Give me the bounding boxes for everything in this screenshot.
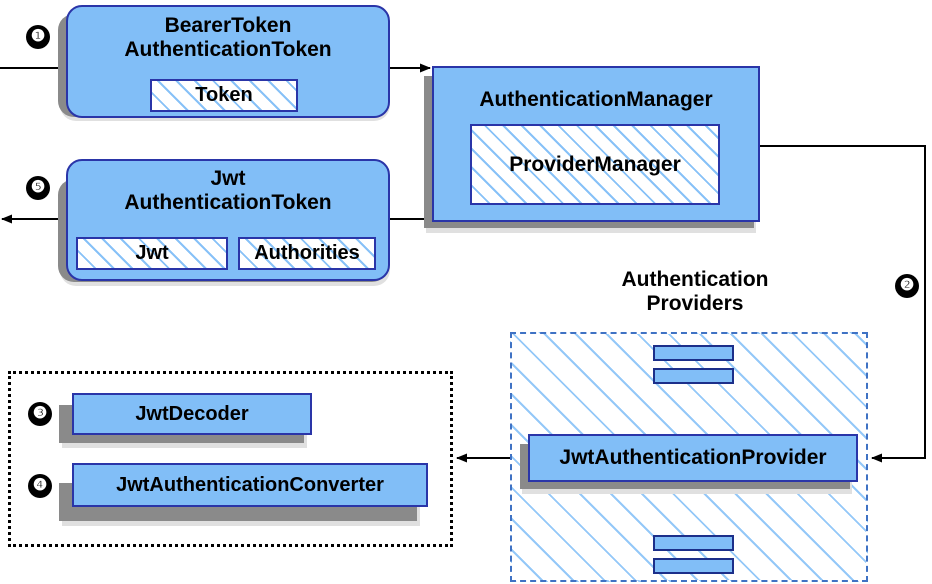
compartment-provider-manager[interactable]: ProviderManager xyxy=(470,124,720,205)
node-jwt-decoder[interactable]: JwtDecoder xyxy=(72,393,312,435)
other-provider-bar-top-2 xyxy=(653,368,734,384)
authentication-providers-title-line2: Providers xyxy=(646,291,744,315)
jwt-token-title: Jwt AuthenticationToken xyxy=(68,167,388,214)
compartment-authorities-label: Authorities xyxy=(254,242,360,264)
jwt-token-title-line2: AuthenticationToken xyxy=(124,190,332,214)
jwt-token-title-line1: Jwt xyxy=(210,167,246,190)
authentication-providers-title-line1: Authentication xyxy=(621,268,769,291)
bearer-token-title-line2: AuthenticationToken xyxy=(124,37,332,61)
compartment-provider-manager-label: ProviderManager xyxy=(509,152,681,176)
jwt-support-container xyxy=(8,371,453,547)
bearer-token-title: BearerToken AuthenticationToken xyxy=(68,14,388,61)
jwt-decoder-title: JwtDecoder xyxy=(135,402,249,425)
arrow-manager-to-provider xyxy=(760,145,926,463)
badge-step-5: ❺ xyxy=(26,176,50,200)
node-jwt-authentication-provider[interactable]: JwtAuthenticationProvider xyxy=(528,434,858,482)
other-provider-bar-top-1 xyxy=(653,345,734,361)
badge-step-4: ❹ xyxy=(28,474,52,498)
compartment-token-label: Token xyxy=(195,84,253,106)
authentication-providers-title: Authentication Providers xyxy=(600,268,790,316)
node-jwt-authentication-converter[interactable]: JwtAuthenticationConverter xyxy=(72,463,428,507)
jwt-authentication-provider-title: JwtAuthenticationProvider xyxy=(559,446,827,470)
badge-step-1: ❶ xyxy=(26,25,50,49)
authentication-manager-title: AuthenticationManager xyxy=(479,88,713,111)
badge-step-3: ❸ xyxy=(28,402,52,426)
other-provider-bar-bottom-2 xyxy=(653,558,734,574)
badge-step-2: ❷ xyxy=(895,274,919,298)
bearer-token-title-line1: BearerToken xyxy=(164,14,292,37)
compartment-jwt-label: Jwt xyxy=(135,242,169,264)
compartment-token[interactable]: Token xyxy=(150,79,298,112)
compartment-jwt[interactable]: Jwt xyxy=(76,237,228,270)
compartment-authorities[interactable]: Authorities xyxy=(238,237,376,270)
jwt-authentication-converter-title: JwtAuthenticationConverter xyxy=(116,473,384,496)
other-provider-bar-bottom-1 xyxy=(653,535,734,551)
